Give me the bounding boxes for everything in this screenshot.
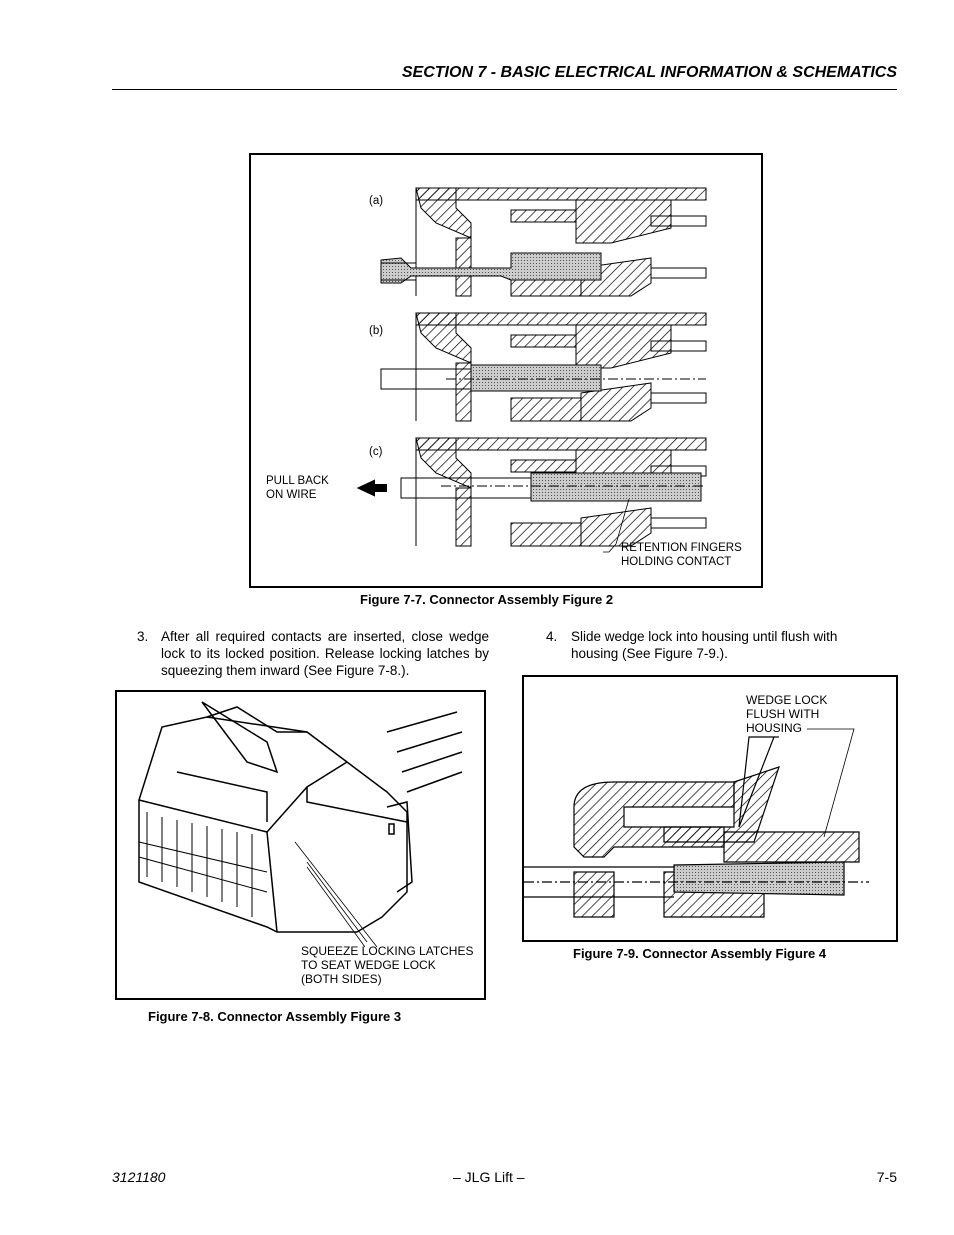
connector-cross-section-drawing — [356, 187, 707, 553]
figure-7-8-caption: Figure 7-8. Connector Assembly Figure 3 — [148, 1009, 402, 1024]
header-rule — [112, 89, 897, 90]
footer-page-number: 7-5 — [876, 1169, 897, 1185]
panel-label-b: (b) — [369, 325, 384, 337]
section-header: SECTION 7 - BASIC ELECTRICAL INFORMATION… — [401, 64, 897, 81]
wedge-lock-cross-section-drawing — [524, 728, 869, 918]
connector-perspective-drawing — [138, 701, 463, 948]
step-number: 3. — [137, 629, 149, 644]
squeeze-latches-label: SQUEEZE LOCKING LATCHES TO SEAT WEDGE LO… — [301, 944, 474, 986]
panel-label-c: (c) — [369, 446, 383, 458]
wedge-lock-flush-label: WEDGE LOCK FLUSH WITH HOUSING — [746, 693, 828, 735]
step-text: After all required contacts are inserted… — [161, 629, 489, 678]
pull-back-label: PULL BACK ON WIRE — [266, 475, 329, 501]
step-text: Slide wedge lock into housing until flus… — [571, 629, 838, 661]
figure-7-9: WEDGE LOCK FLUSH WITH HOUSING — [522, 675, 898, 942]
step-number: 4. — [546, 629, 558, 644]
figure-7-7: (a) (b) (c) PULL BACK ON WIRE RETENTION … — [249, 153, 763, 588]
step-3: 3. After all required contacts are inser… — [137, 628, 489, 680]
panel-label-a: (a) — [369, 195, 384, 207]
figure-7-8: SQUEEZE LOCKING LATCHES TO SEAT WEDGE LO… — [115, 690, 486, 1000]
footer-doc-number: 3121180 — [112, 1169, 166, 1185]
footer-publisher: – JLG Lift – — [453, 1169, 525, 1185]
retention-fingers-label: RETENTION FINGERS HOLDING CONTACT — [621, 542, 742, 568]
figure-7-9-caption: Figure 7-9. Connector Assembly Figure 4 — [573, 946, 827, 961]
step-4: 4. Slide wedge lock into housing until f… — [546, 628, 866, 664]
figure-7-7-caption: Figure 7-7. Connector Assembly Figure 2 — [360, 592, 614, 607]
